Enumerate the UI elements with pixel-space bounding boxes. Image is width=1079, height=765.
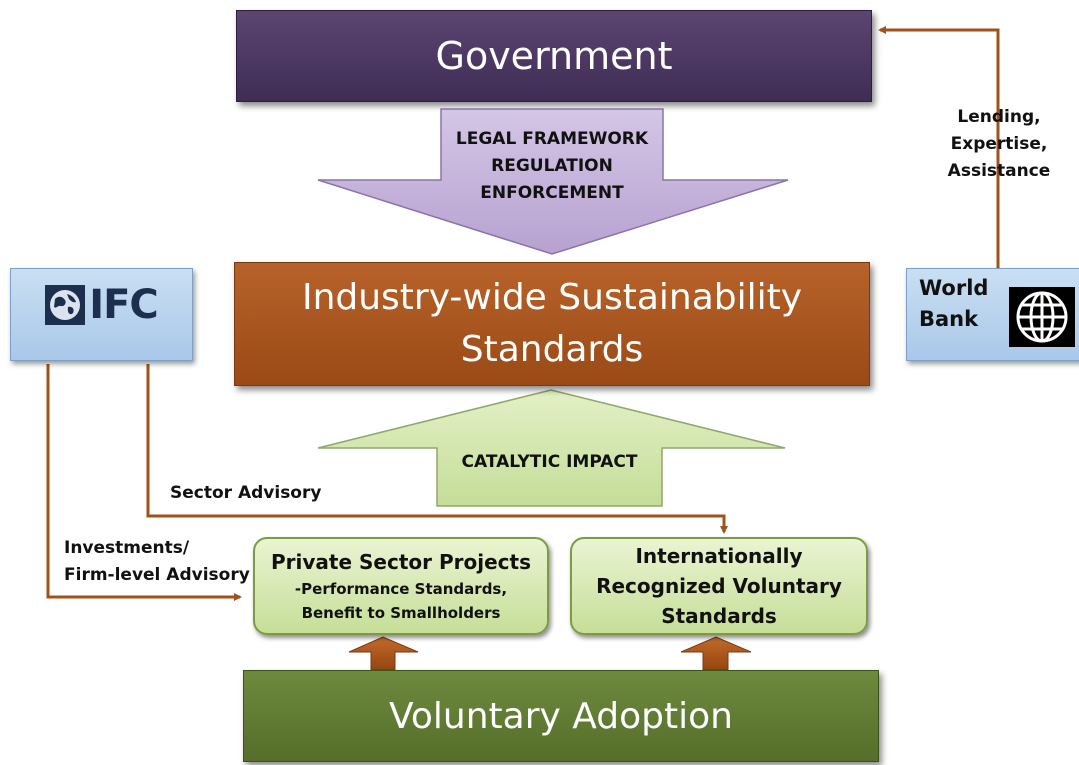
irvs-line-1: Internationally — [635, 544, 803, 568]
psp-title: Private Sector Projects — [271, 550, 531, 574]
sector-advisory-connector — [146, 364, 728, 534]
world-bank-box: World Bank — [906, 268, 1079, 361]
government-box: Government — [236, 10, 872, 102]
investments-label: Investments/ Firm-level Advisory — [64, 535, 250, 589]
voluntary-adoption-box: Voluntary Adoption — [243, 670, 879, 762]
world-bank-label: World Bank — [919, 273, 988, 335]
investments-line-1: Investments/ — [64, 538, 190, 558]
adoption-up-arrow-left — [348, 636, 419, 671]
ifc-box: IFC — [10, 268, 193, 361]
investments-line-2: Firm-level Advisory — [64, 565, 250, 585]
catalytic-impact-arrow — [317, 389, 786, 507]
legal-framework-text: LEGAL FRAMEWORK REGULATION ENFORCEMENT — [441, 126, 663, 207]
voluntary-standards-box: Internationally Recognized Voluntary Sta… — [570, 537, 868, 635]
lending-connector — [878, 26, 1000, 268]
catalytic-impact-text: CATALYTIC IMPACT — [461, 452, 638, 472]
lending-line-1: Lending, — [957, 107, 1041, 127]
government-label: Government — [435, 34, 673, 78]
lending-line-3: Assistance — [947, 161, 1051, 181]
world-bank-line-1: World — [919, 275, 989, 300]
lending-line-2: Expertise, — [950, 134, 1048, 154]
world-bank-line-2: Bank — [919, 306, 979, 331]
sector-advisory-label: Sector Advisory — [170, 483, 322, 503]
adoption-up-arrow-right — [680, 636, 752, 671]
psp-sub-2: Benefit to Smallholders — [301, 604, 501, 622]
psp-sub-1: -Performance Standards, — [294, 580, 508, 598]
ifc-logo: IFC — [45, 281, 159, 328]
irvs-line-3: Standards — [661, 604, 777, 628]
industry-line-2: Standards — [460, 329, 644, 370]
investments-connector — [46, 364, 242, 601]
legal-line-1: LEGAL FRAMEWORK — [455, 129, 649, 149]
legal-line-3: ENFORCEMENT — [480, 183, 624, 203]
industry-standards-box: Industry-wide Sustainability Standards — [234, 262, 870, 386]
lending-label: Lending, Expertise, Assistance — [946, 104, 1052, 185]
ifc-logo-text: IFC — [89, 281, 159, 328]
voluntary-adoption-label: Voluntary Adoption — [389, 695, 733, 737]
private-sector-projects-box: Private Sector Projects -Performance Sta… — [253, 537, 549, 635]
legal-line-2: REGULATION — [491, 156, 613, 176]
industry-line-1: Industry-wide Sustainability — [301, 277, 803, 318]
legal-framework-arrow — [317, 108, 789, 255]
world-bank-globe-icon — [1009, 287, 1075, 347]
irvs-line-2: Recognized Voluntary — [596, 574, 842, 598]
globe-icon — [45, 284, 86, 325]
